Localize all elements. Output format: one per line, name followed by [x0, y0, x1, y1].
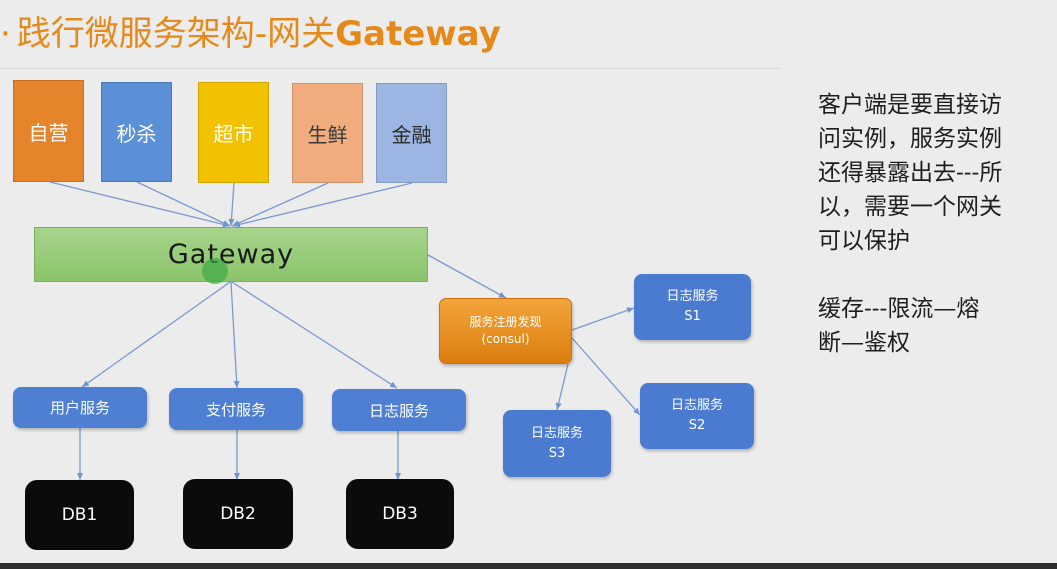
log-instance-s1: 日志服务 S1 — [634, 274, 751, 340]
channel-label: 超市 — [213, 122, 254, 146]
note-spacer — [818, 258, 1057, 292]
edge-gateway-pay — [230, 281, 240, 389]
db2: DB2 — [183, 479, 293, 549]
db-label: DB2 — [220, 504, 256, 524]
edge-channel5-gateway — [232, 182, 413, 228]
service-user: 用户服务 — [13, 387, 147, 428]
instance-id: S2 — [688, 418, 706, 433]
db3: DB3 — [346, 479, 454, 549]
channel-label: 自营 — [28, 120, 69, 145]
note-line: 客户端是要直接访 — [818, 92, 1002, 118]
edge-gateway-log — [231, 281, 398, 389]
log-instance-s2: 日志服务 S2 — [640, 383, 754, 449]
title-brand: Gateway — [335, 14, 501, 54]
bottom-bar — [0, 563, 1057, 569]
instance-id: S3 — [548, 445, 566, 461]
db-label: DB1 — [61, 505, 98, 525]
side-notes: 客户端是要直接访 问实例，服务实例 还得暴露出去---所 以，需要一个网关 可以… — [818, 88, 1057, 360]
channel-shengxian: 生鲜 — [292, 83, 363, 183]
channel-miaosha: 秒杀 — [101, 82, 172, 182]
edge-channel4-gateway — [231, 182, 329, 227]
service-label: 支付服务 — [205, 400, 266, 419]
instance-id: S1 — [684, 309, 701, 324]
gateway-box: Gateway — [34, 227, 428, 282]
channel-label: 金融 — [391, 122, 432, 147]
instance-name: 日志服务 — [670, 398, 723, 413]
service-label: 用户服务 — [49, 399, 110, 417]
service-pay: 支付服务 — [169, 388, 303, 430]
channel-ziying: 自营 — [13, 80, 84, 182]
edge-channel2-gateway — [136, 181, 231, 227]
service-label: 日志服务 — [368, 401, 429, 420]
log-instance-s3: 日志服务 S3 — [503, 410, 611, 477]
db1: DB1 — [25, 480, 134, 550]
slide-title: ·践行微服务架构-网关Gateway — [0, 10, 501, 58]
instance-name: 日志服务 — [666, 289, 719, 304]
note-line: 缓存---限流—熔 — [818, 296, 980, 322]
edge-channel3-gateway — [228, 182, 235, 227]
note-line: 断—鉴权 — [818, 330, 910, 356]
note-line: 问实例，服务实例 — [818, 126, 1002, 152]
note-line: 以，需要一个网关 — [818, 194, 1002, 220]
title-bullet: · — [0, 14, 11, 54]
registry-label: 服务注册发现 — [469, 315, 542, 329]
db-label: DB3 — [382, 504, 418, 524]
edge-channel1-gateway — [49, 181, 231, 228]
service-log: 日志服务 — [332, 389, 466, 431]
edge-registry-s3 — [555, 363, 569, 411]
service-registry-consul: 服务注册发现 (consul) — [439, 298, 572, 364]
title-text: 践行微服务架构-网关 — [16, 14, 336, 54]
channel-jinrong: 金融 — [376, 83, 447, 183]
instance-name: 日志服务 — [530, 425, 583, 441]
gateway-label: Gateway — [167, 239, 295, 270]
note-line: 还得暴露出去---所 — [818, 160, 1003, 186]
edge-gateway-user — [81, 281, 231, 388]
channel-label: 生鲜 — [307, 122, 348, 147]
edge-registry-s1 — [571, 307, 635, 331]
title-divider — [0, 68, 780, 69]
channel-label: 秒杀 — [116, 121, 157, 146]
registry-sublabel: (consul) — [481, 332, 530, 346]
edge-gateway-registry — [427, 254, 507, 299]
edge-registry-s2 — [571, 337, 641, 416]
cursor-highlight — [202, 258, 228, 284]
note-line: 可以保护 — [818, 228, 910, 254]
channel-chaoshi: 超市 — [198, 82, 269, 183]
